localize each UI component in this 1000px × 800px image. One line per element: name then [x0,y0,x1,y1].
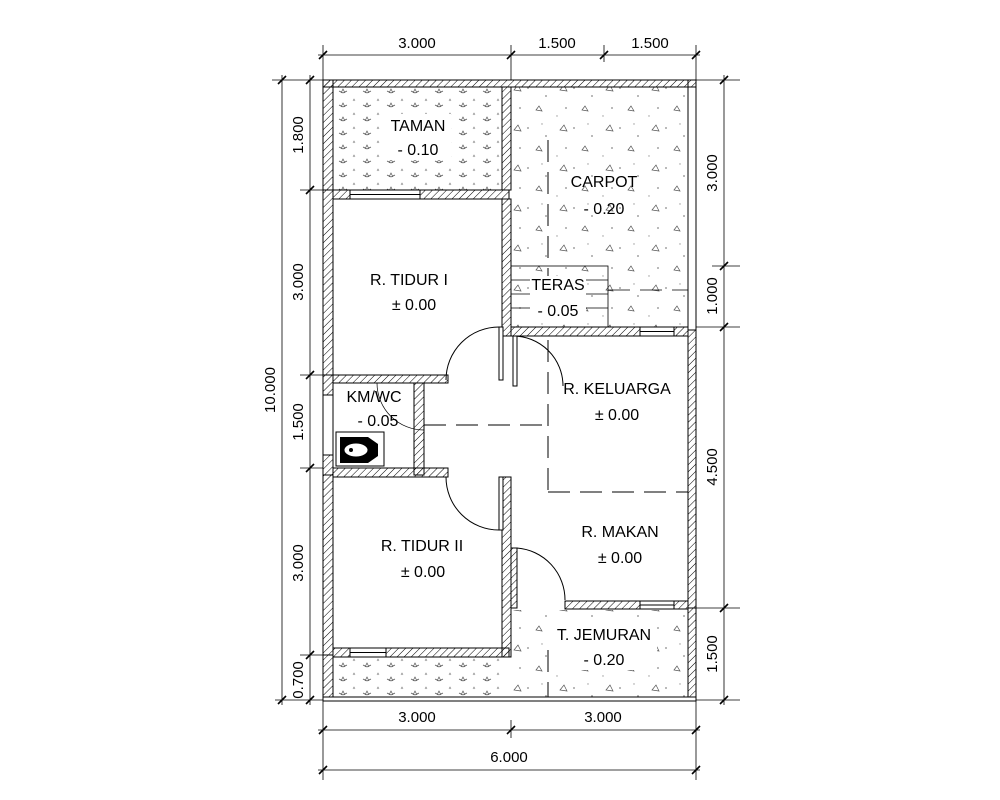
wall-left-bottom [322,654,334,701]
wall-taman-carpot [501,86,512,191]
wall-left-bedroom2 [322,474,334,656]
wall-makan-door-jamb [510,547,518,609]
kmwc-name: KM/WC [346,389,401,406]
dim-left-4: 3.000 [290,544,307,582]
dim-left-2: 3.000 [290,263,307,301]
back-garden-grass [333,657,502,697]
dim-left-5: 0.700 [290,661,307,699]
dim-top-3: 1.500 [631,35,669,52]
wall-right-house [687,329,697,609]
floor-fills [333,87,688,698]
door-bedroom2 [445,476,504,531]
walls [322,79,697,702]
wall-bath-top [332,374,449,384]
keluarga-level: ± 0.00 [595,407,639,424]
teras-level: - 0.05 [538,303,579,320]
tidur1-name: R. TIDUR I [370,272,448,289]
wall-bedroom1-top [332,189,510,200]
jemuran-level: - 0.20 [584,652,625,669]
jemuran-name: T. JEMURAN [557,627,651,644]
dim-left-3: 1.500 [290,403,307,441]
room-labels: TAMAN - 0.10 CARPOT - 0.20 TERAS - 0.05 … [346,114,671,670]
dim-right-1: 3.000 [704,154,721,192]
wall-right-jemuran [687,607,697,701]
wall-bedroom2-bottom [332,647,510,658]
taman-name: TAMAN [391,118,446,135]
dimension-lines [272,45,740,780]
door-bath [376,382,425,431]
dim-right-2: 1.000 [704,277,721,315]
dim-bottom-1: 3.000 [398,709,436,726]
door-jemuran [516,547,566,601]
tidur2-level: ± 0.00 [401,564,445,581]
kmwc-level: - 0.05 [358,413,399,430]
toilet-icon [335,431,385,467]
dim-top-2: 1.500 [538,35,576,52]
dimension-ticks [277,50,729,775]
carpot-level: - 0.20 [584,201,625,218]
wall-bottom [322,696,697,702]
carpot-name: CARPOT [571,174,638,191]
tidur1-level: ± 0.00 [392,297,436,314]
wall-bedroom2-top [332,467,449,478]
dim-bottom-total: 6.000 [490,749,528,766]
makan-name: R. MAKAN [581,524,658,541]
dim-right-4: 1.500 [704,635,721,673]
wall-jemuran-top [564,600,689,610]
window-bath [322,394,334,456]
dim-top-1: 3.000 [398,35,436,52]
wall-bedroom1-right [501,198,512,337]
dim-right-3: 4.500 [704,448,721,486]
wall-left-bedroom1 [322,189,334,376]
wall-right-carpot [687,79,697,331]
tidur2-name: R. TIDUR II [381,538,463,555]
door-main [512,335,564,387]
doors [376,326,566,601]
taman-level: - 0.10 [398,142,439,159]
windows [322,189,675,658]
keluarga-name: R. KELUARGA [563,381,671,398]
wall-top [322,79,697,88]
wall-left-top [322,79,334,191]
dim-bottom-2: 3.000 [584,709,622,726]
teras-name: TERAS [531,277,584,294]
dim-left-1: 1.800 [290,116,307,154]
dim-left-total: 10.000 [262,367,279,413]
door-bedroom1 [445,326,504,381]
makan-level: ± 0.00 [598,550,642,567]
